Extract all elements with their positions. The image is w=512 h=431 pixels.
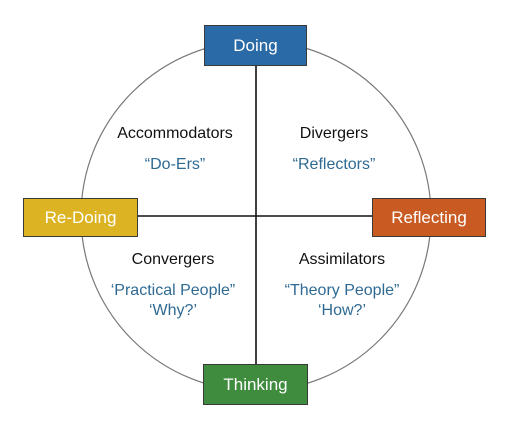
doing-box: Doing bbox=[204, 25, 307, 66]
redoing-box: Re-Doing bbox=[23, 198, 138, 237]
quadrant-name: Assimilators bbox=[298, 251, 386, 268]
quadrant-accommodators: Accommodators “Do-Ers” bbox=[100, 124, 250, 175]
quadrant-alias: “Do-Ers” bbox=[144, 156, 206, 173]
quadrant-convergers: Convergers ‘Practical People” ‘Why?’ bbox=[88, 250, 258, 321]
thinking-box: Thinking bbox=[203, 364, 308, 405]
thinking-label: Thinking bbox=[223, 374, 288, 394]
quadrant-alias: ‘Why?’ bbox=[148, 302, 197, 319]
quadrant-name: Accommodators bbox=[117, 125, 233, 142]
quadrant-name: Divergers bbox=[299, 125, 369, 142]
reflecting-box: Reflecting bbox=[372, 198, 486, 237]
quadrant-divergers: Divergers “Reflectors” bbox=[264, 124, 404, 175]
quadrant-alias: ‘How?’ bbox=[317, 302, 366, 319]
redoing-label: Re-Doing bbox=[44, 207, 117, 227]
quadrant-name: Convergers bbox=[131, 251, 215, 268]
quadrant-alias: “Reflectors” bbox=[292, 156, 376, 173]
reflecting-label: Reflecting bbox=[391, 207, 467, 227]
quadrant-alias: ‘Practical People” bbox=[110, 282, 236, 299]
quadrant-assimilators: Assimilators “Theory People” ‘How?’ bbox=[262, 250, 422, 321]
quadrant-alias: “Theory People” bbox=[284, 282, 400, 299]
doing-label: Doing bbox=[233, 35, 278, 55]
